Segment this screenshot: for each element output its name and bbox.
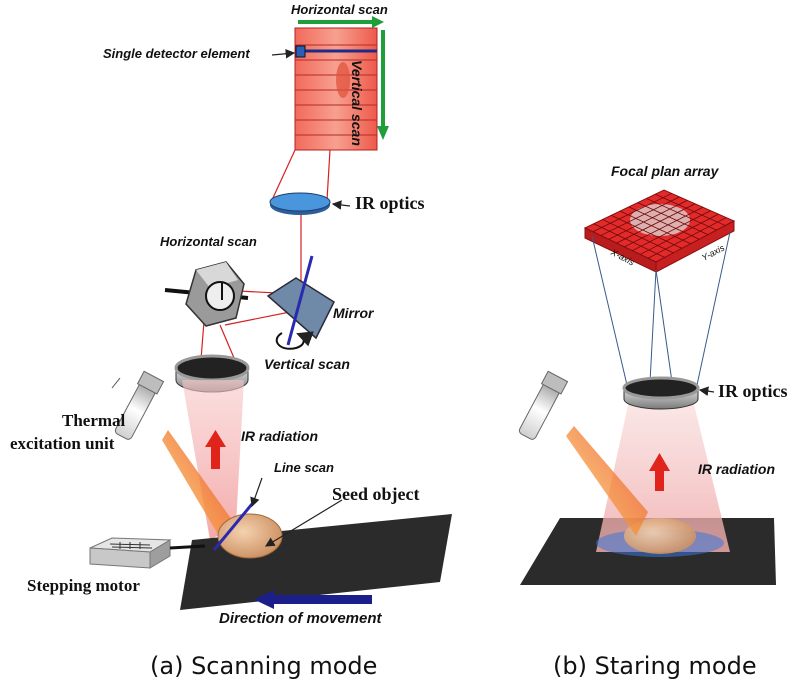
detector-array [294,27,378,151]
scan-motor-hexagon [164,261,249,327]
projection-lines-b [591,231,731,386]
caption-scanning-mode: (a) Scanning mode [150,652,378,680]
label-seed-object: Seed object [332,484,420,504]
scan-mirror [266,255,335,350]
label-ir-radiation-a: IR radiation [241,428,319,444]
ir-radiation-arrow-a [205,430,226,469]
direction-of-movement-arrow [254,590,372,609]
label-vertical-scan-top: Vertical scan [349,60,365,146]
label-stepping-motor: Stepping motor [27,576,140,595]
stepping-motor-device [89,537,206,569]
line-scan [212,503,254,551]
label-vertical-scan-mid: Vertical scan [264,356,350,372]
ir-radiation-arrow-b [649,453,670,491]
label-thermal-line2: excitation unit [10,434,115,453]
label-ir-optics-b: IR optics [718,381,788,401]
label-line-scan: Line scan [274,460,334,475]
thermal-excitation-unit-a [111,370,232,538]
ir-optics-lens-a [269,192,331,215]
thermal-excitation-unit-b [518,370,648,536]
label-horizontal-scan-mid: Horizontal scan [160,234,257,249]
ir-optics-ring-b [622,376,700,410]
label-horizontal-scan-top: Horizontal scan [291,2,388,17]
label-direction: Direction of movement [219,610,382,627]
caption-staring-mode: (b) Staring mode [553,652,757,680]
label-single-detector: Single detector element [103,46,250,61]
label-mirror: Mirror [333,305,374,321]
label-focal-plan-array: Focal plan array [611,163,719,179]
single-detector-element [295,45,306,58]
seed-object-b [624,518,696,554]
label-ir-radiation-b: IR radiation [698,461,776,477]
seed-object-a [217,513,283,559]
label-ir-optics-a: IR optics [355,193,425,213]
focal-plane-array [583,189,736,273]
label-thermal-line1: Thermal [62,411,126,430]
